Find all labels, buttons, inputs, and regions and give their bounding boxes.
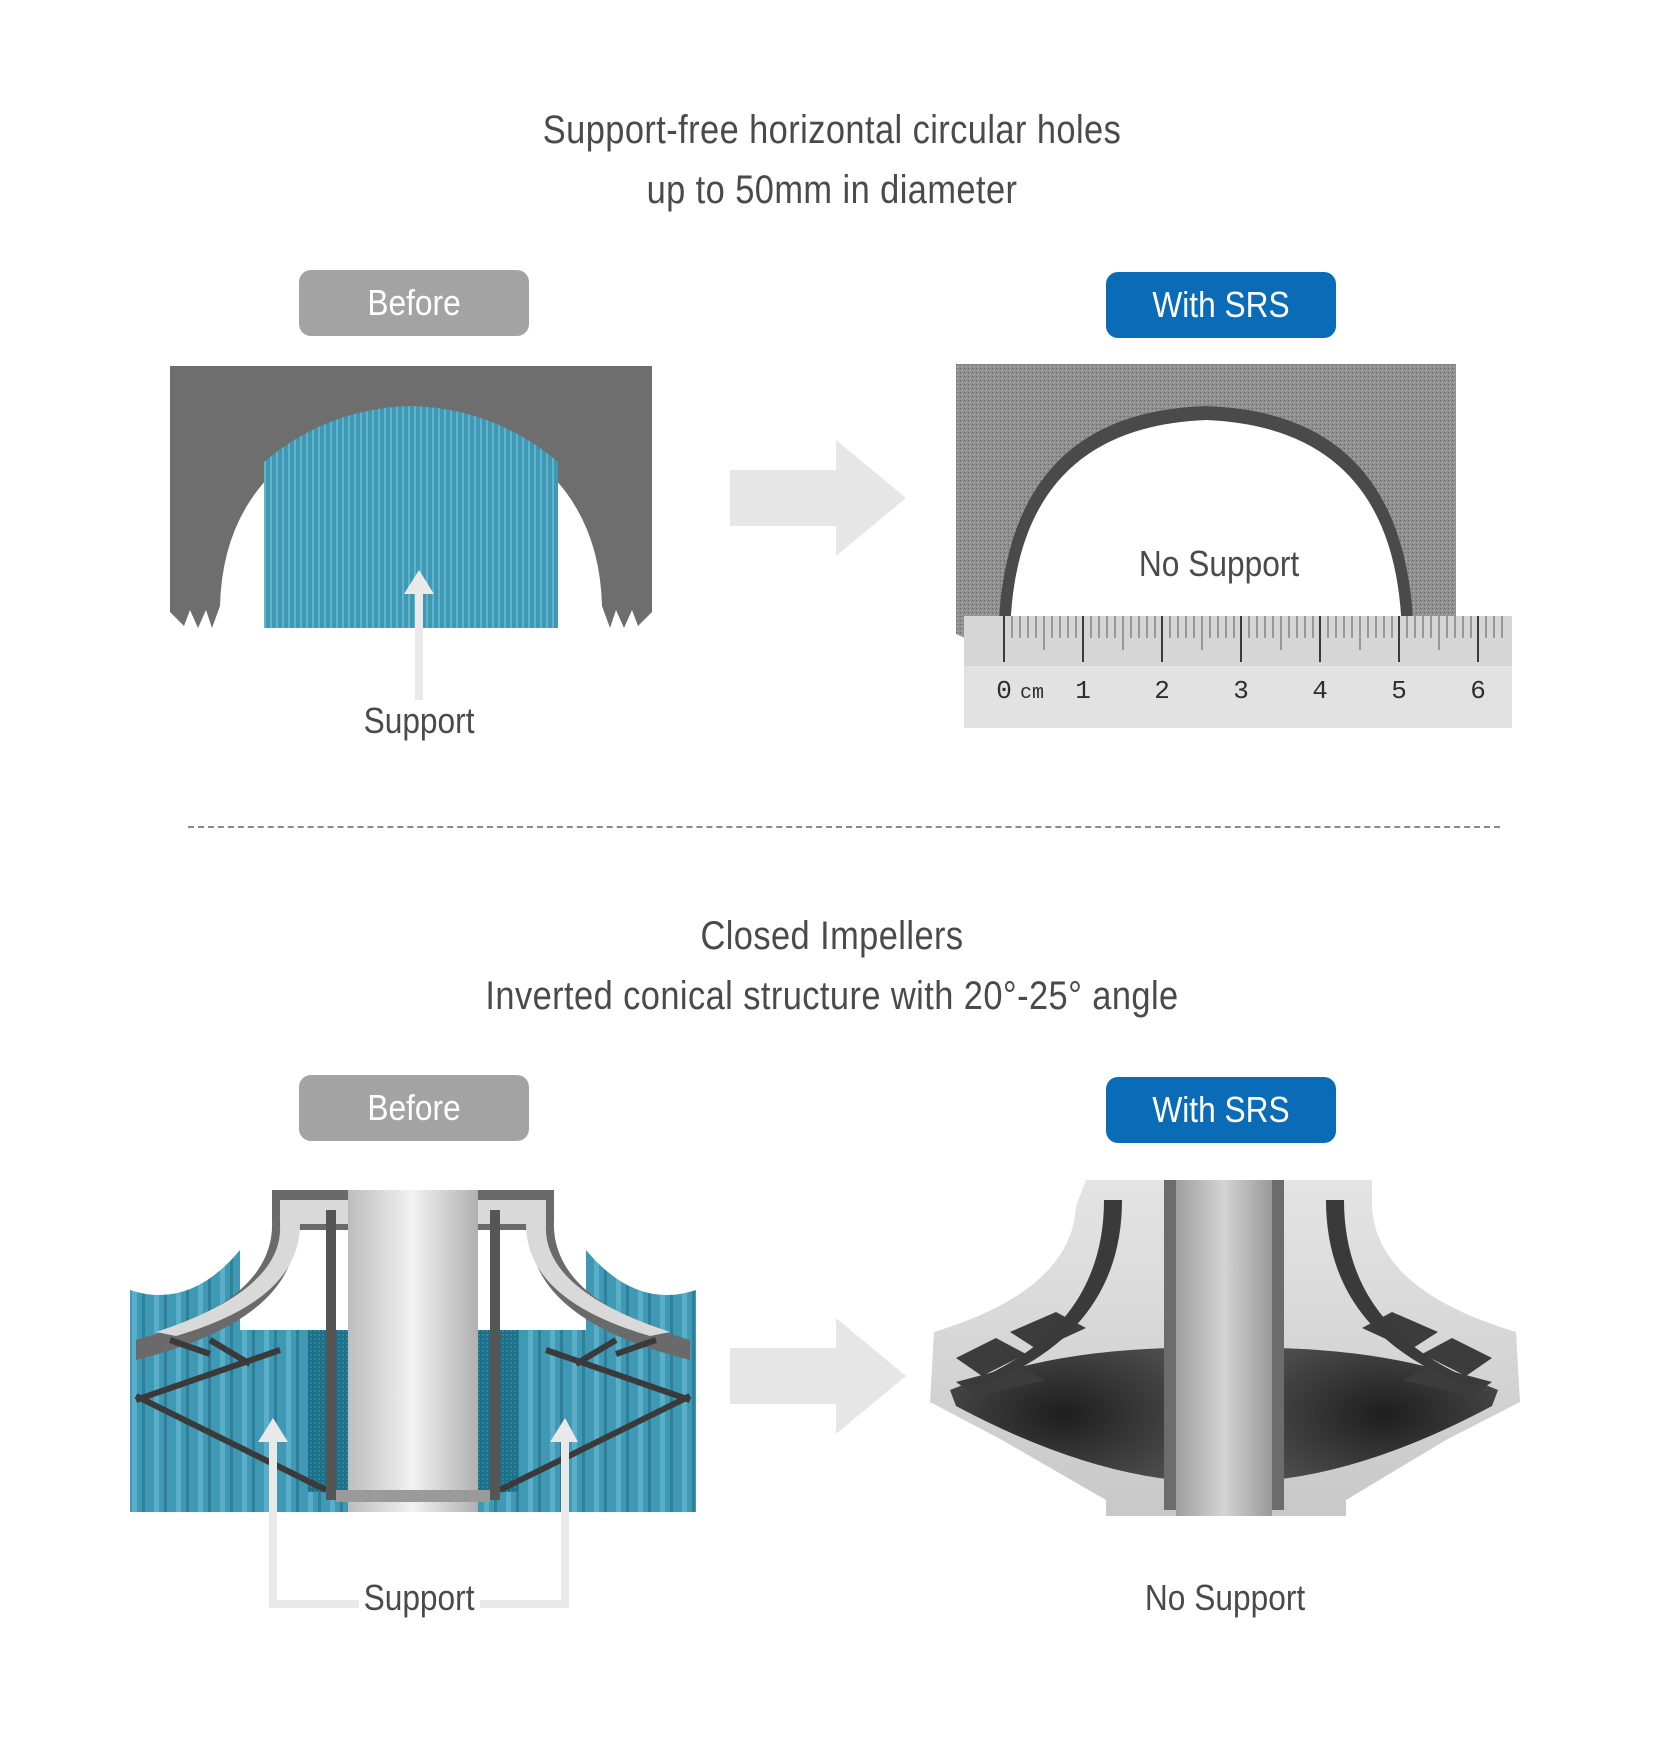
ruler-ticks — [1003, 616, 1479, 662]
ruler-number-4: 4 — [1312, 676, 1328, 706]
ruler-number-3: 3 — [1233, 676, 1249, 706]
section2-with-srs-badge: With SRS — [1106, 1077, 1336, 1143]
ruler-number-5: 5 — [1391, 676, 1407, 706]
section2-title-line1: Closed Impellers — [700, 914, 964, 958]
section2-support-arrows — [258, 1418, 578, 1608]
section1-with-srs-badge: With SRS — [1106, 272, 1336, 338]
section1-after-arch-photo: 0 cm 1 2 3 4 5 6 — [956, 364, 1512, 728]
arch-part — [170, 366, 652, 628]
ruler-number-6: 6 — [1470, 676, 1486, 706]
section1-before-badge: Before — [299, 270, 529, 336]
ruler-number-1: 1 — [1075, 676, 1091, 706]
shaft — [1176, 1180, 1272, 1516]
section1-support-label: Support — [363, 700, 475, 741]
section1-no-support-label: No Support — [1138, 543, 1300, 584]
section1-title-line2: up to 50mm in diameter — [646, 168, 1018, 212]
ruler-number-2: 2 — [1154, 676, 1170, 706]
section1-title-line1: Support-free horizontal circular holes — [542, 108, 1122, 152]
section1-transition-arrow — [730, 440, 906, 556]
section2-no-support-label: No Support — [1144, 1577, 1306, 1618]
support-block — [264, 406, 558, 628]
shaft — [348, 1190, 478, 1512]
section2-before-impeller-illustration — [130, 1190, 696, 1512]
section2-after-impeller-photo — [930, 1180, 1520, 1516]
section2-transition-arrow — [730, 1318, 906, 1434]
ruler-unit: cm — [1020, 682, 1044, 705]
section1-support-arrow — [404, 570, 434, 700]
section-divider — [188, 826, 1500, 828]
section2-title-line2: Inverted conical structure with 20°-25° … — [485, 974, 1179, 1018]
section2-before-badge: Before — [299, 1075, 529, 1141]
section1-before-arch-illustration — [170, 366, 652, 628]
section2-support-label: Support — [363, 1577, 475, 1618]
ruler-numbers: 0 cm 1 2 3 4 5 6 — [996, 676, 1486, 706]
ruler-number-0: 0 — [996, 676, 1012, 706]
